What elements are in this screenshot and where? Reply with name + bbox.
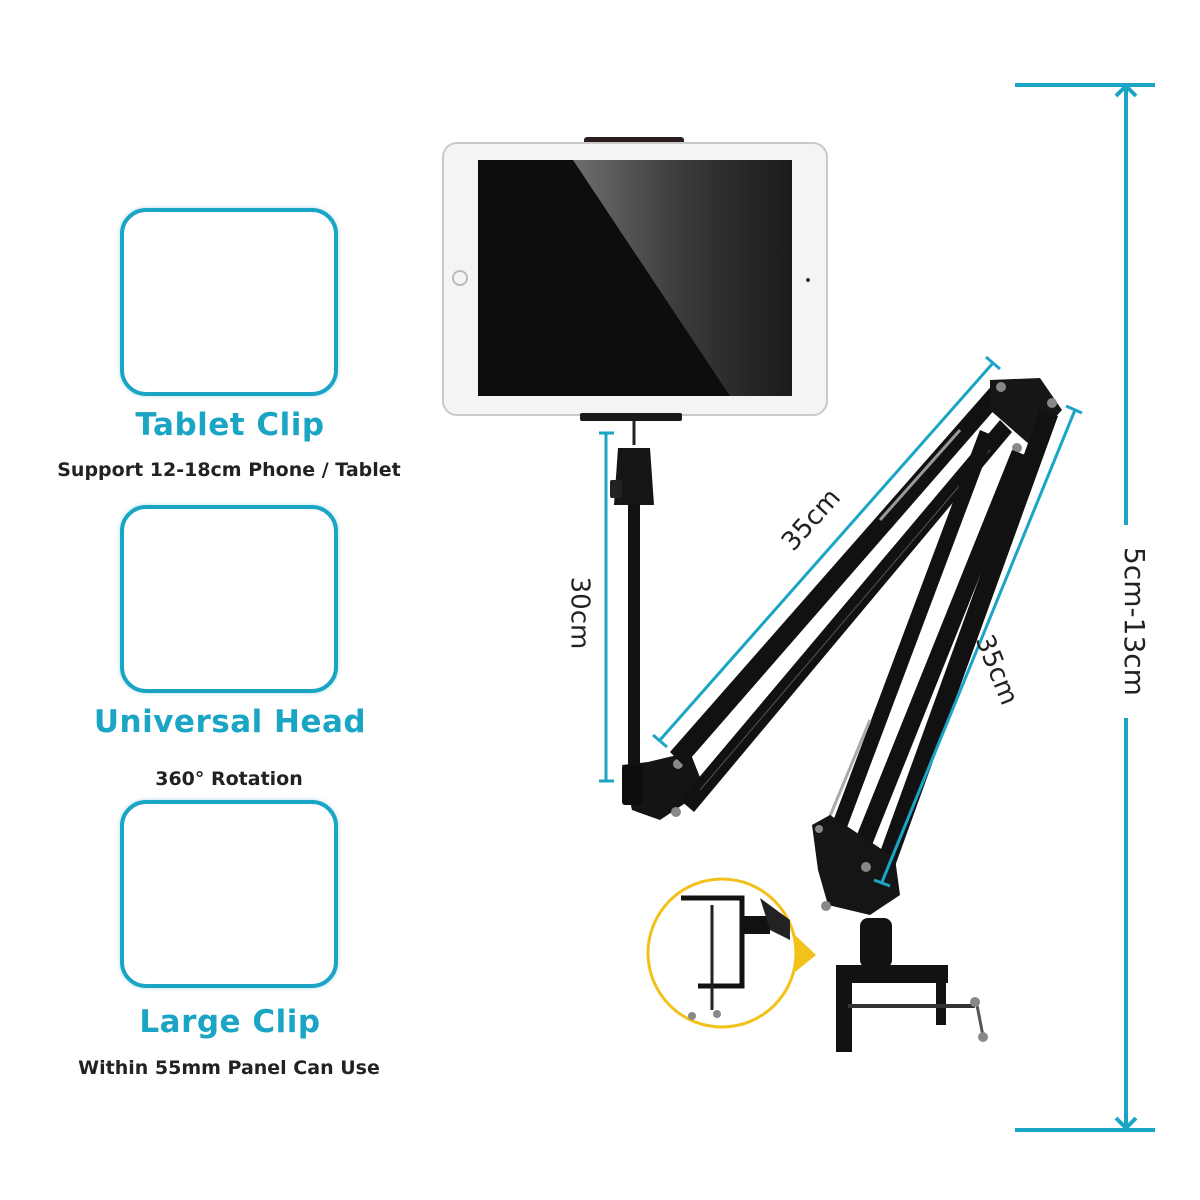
home-button-icon bbox=[452, 270, 468, 286]
base-bracket bbox=[812, 815, 900, 915]
tablet-clip-bottom bbox=[580, 413, 682, 421]
feature-box-large-clip bbox=[120, 800, 338, 988]
tablet-illustration bbox=[442, 137, 828, 445]
feature-caption-universal-head: 360° Rotation bbox=[155, 768, 303, 790]
dim-line-35cm-upper bbox=[652, 355, 1001, 749]
pole-head-joint bbox=[614, 448, 654, 505]
desk-clamp bbox=[836, 965, 988, 1052]
feature-title-large-clip: Large Clip bbox=[139, 1004, 321, 1040]
feature-box-tablet-clip bbox=[120, 208, 338, 396]
callout-circle bbox=[646, 877, 798, 1029]
dim-line-30cm bbox=[599, 431, 614, 783]
lower-arm bbox=[818, 410, 1058, 880]
spring bbox=[878, 429, 962, 521]
camera-dot bbox=[806, 278, 810, 282]
clamp-callout bbox=[646, 877, 816, 1029]
dim-label-height: 5cm-13cm bbox=[1117, 547, 1151, 696]
dim-label-30cm: 30cm bbox=[564, 576, 595, 650]
feature-box-universal-head bbox=[120, 505, 338, 693]
feature-caption-large-clip: Within 55mm Panel Can Use bbox=[78, 1057, 380, 1079]
vertical-pole bbox=[628, 505, 640, 775]
dim-line-35cm-lower bbox=[873, 404, 1083, 888]
feature-title-tablet-clip: Tablet Clip bbox=[135, 407, 325, 443]
screen-glare bbox=[573, 160, 792, 396]
dim-line-height bbox=[1015, 83, 1155, 1132]
callout-arrow-icon bbox=[795, 935, 816, 972]
feature-title-universal-head: Universal Head bbox=[93, 704, 367, 740]
upper-arm bbox=[670, 382, 1012, 812]
swivel-knob bbox=[860, 918, 892, 968]
feature-caption-tablet-clip: Support 12-18cm Phone / Tablet bbox=[57, 459, 401, 481]
